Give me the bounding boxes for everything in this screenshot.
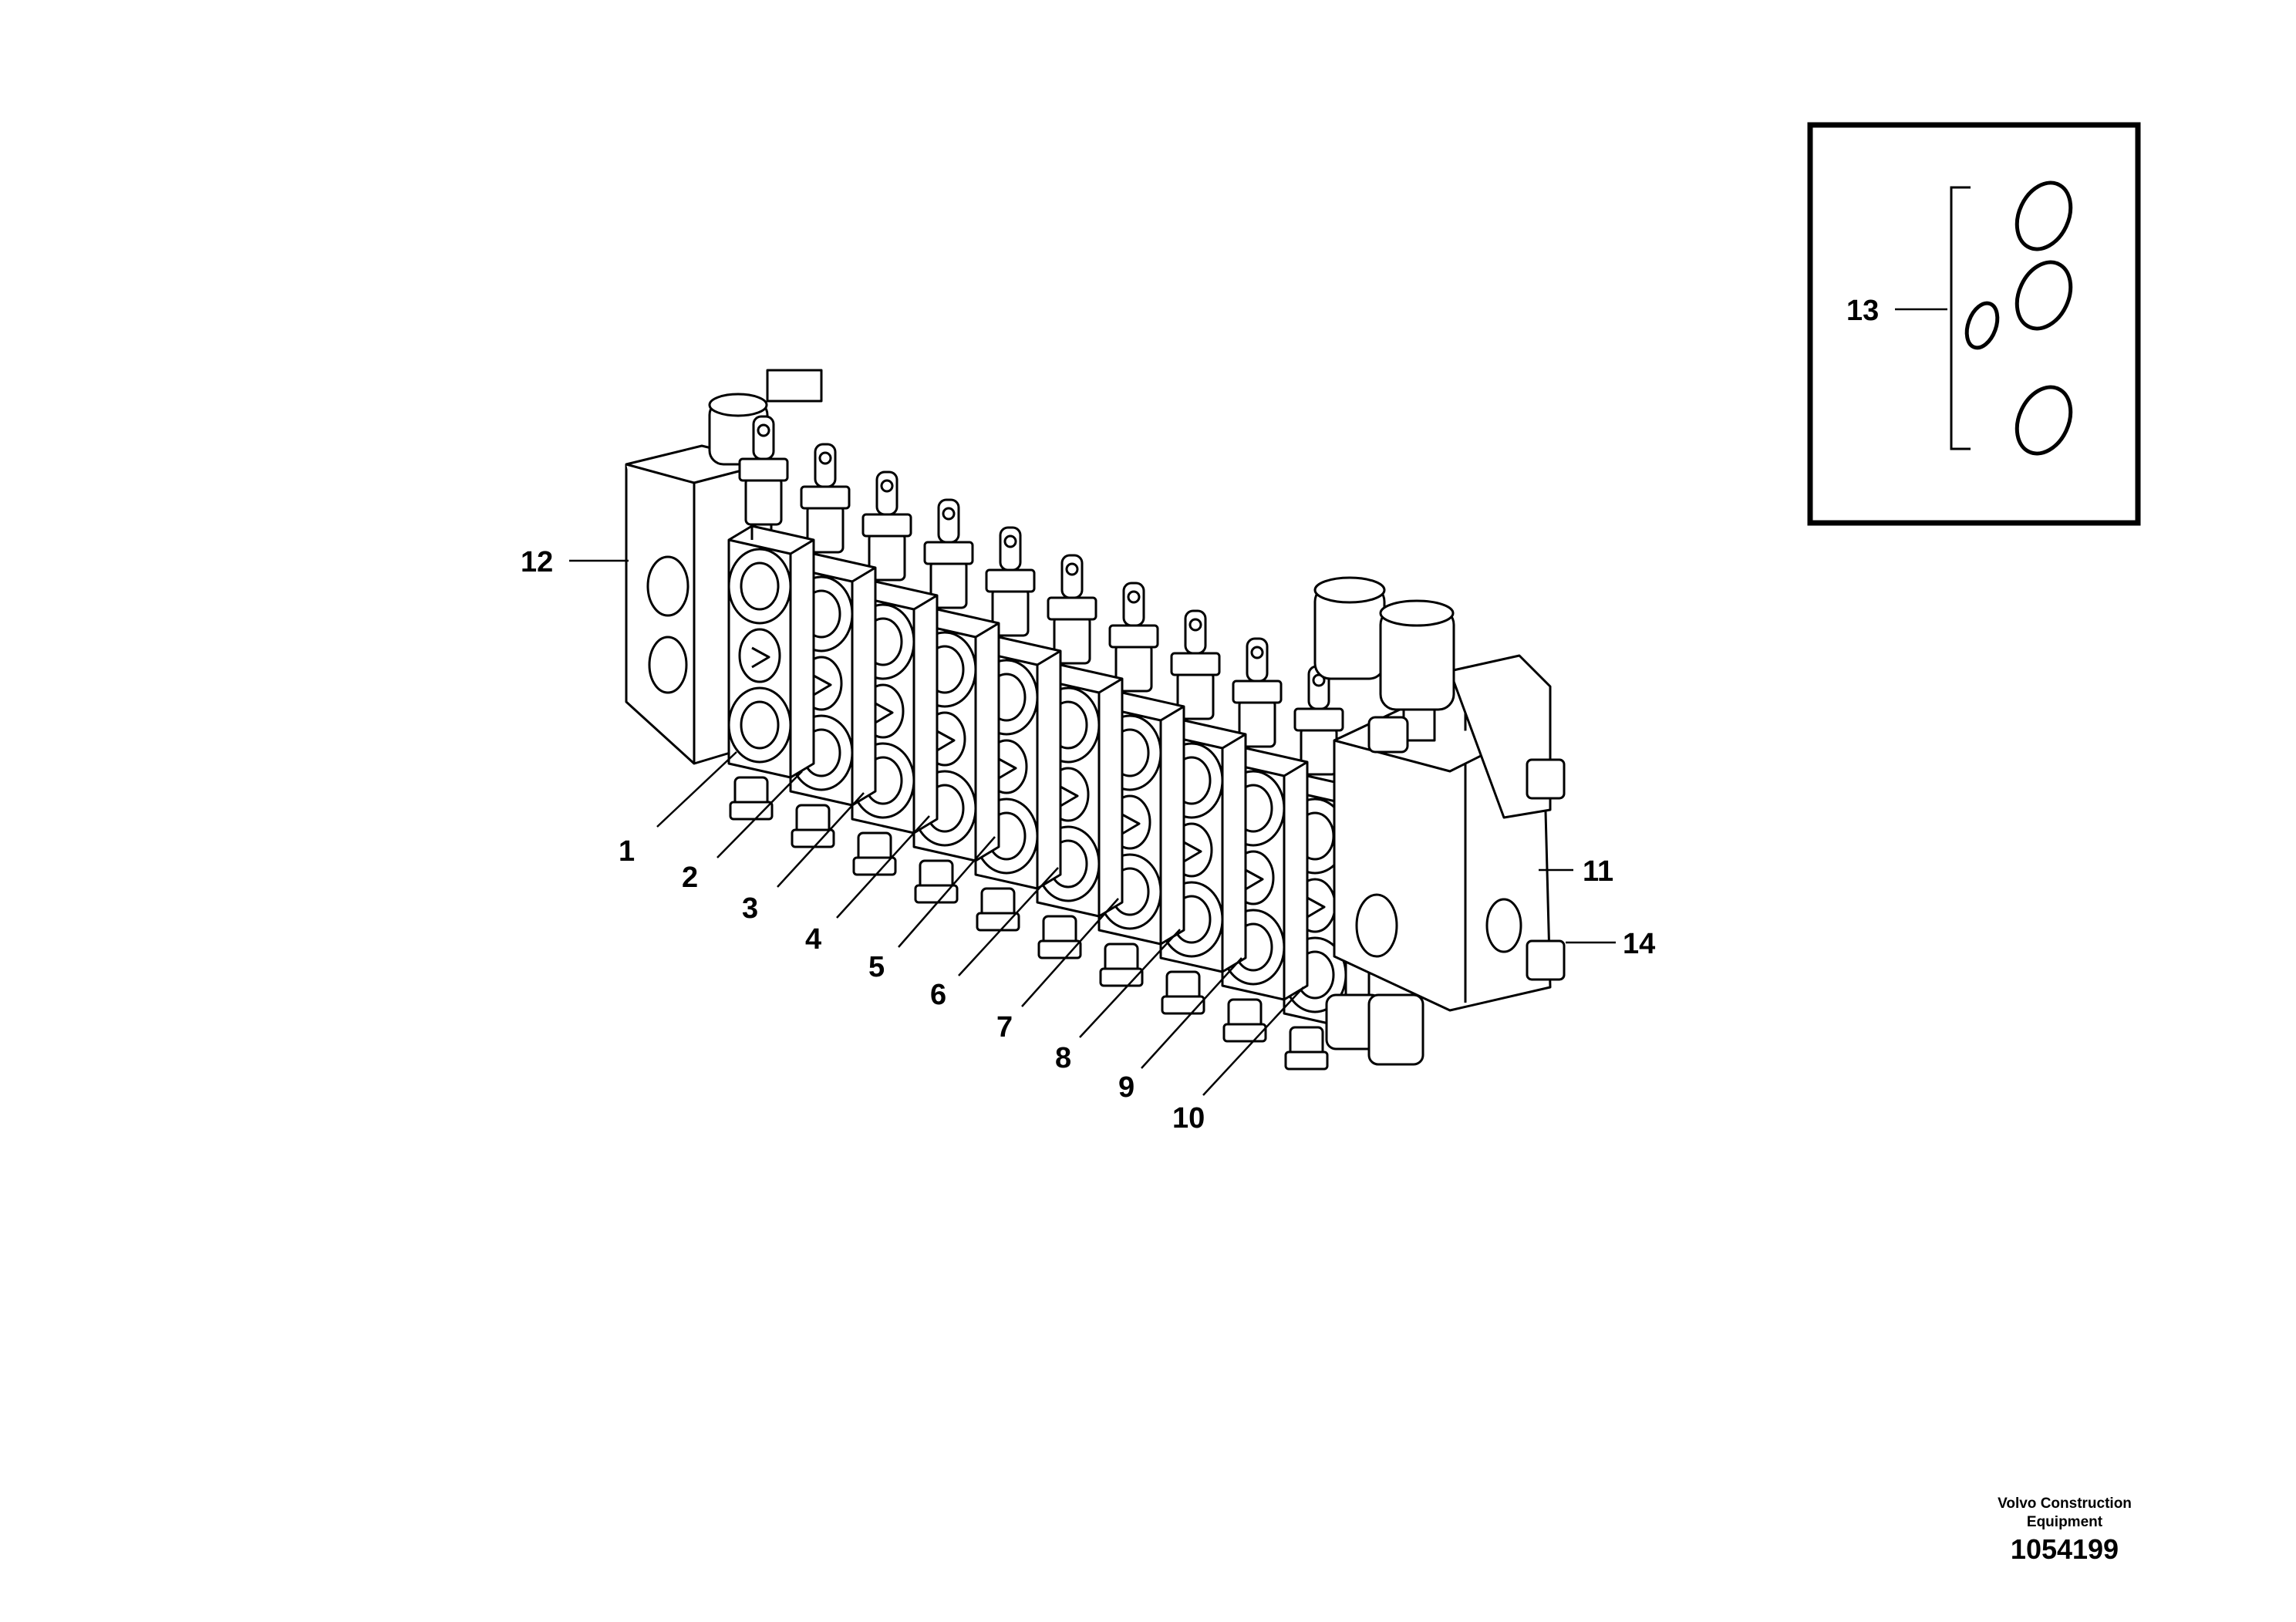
inset-frame — [1807, 122, 2141, 526]
spool-lug — [1122, 582, 1145, 627]
spool-lug — [1060, 554, 1084, 599]
spool-lug — [752, 415, 775, 460]
leader-1 — [656, 751, 737, 828]
company-name-line1: Volvo Construction — [1998, 1496, 2132, 1512]
port-mid-mark — [998, 757, 1017, 780]
bottom-nut — [914, 884, 959, 904]
port-mid-mark — [936, 730, 956, 752]
port-mid-mark — [1121, 813, 1141, 835]
callout-1: 1 — [619, 835, 635, 868]
o-ring-kit-icon — [1950, 180, 2073, 456]
bottom-nut — [1161, 995, 1205, 1015]
lug-hole — [1065, 562, 1079, 576]
leader-10 — [1202, 986, 1304, 1096]
spool-lug — [1184, 609, 1207, 655]
spool-lug — [875, 470, 899, 516]
spool-nut — [1108, 624, 1159, 649]
lug-hole — [1250, 646, 1264, 659]
spool-nut — [1170, 652, 1221, 676]
port-mid-mark — [1245, 868, 1264, 891]
spool-nut — [1047, 596, 1097, 621]
callout-4: 4 — [805, 923, 821, 956]
leader-8 — [1079, 929, 1181, 1038]
callout-10: 10 — [1172, 1102, 1205, 1135]
leader-2 — [716, 771, 803, 858]
port-mid-mark — [1306, 896, 1326, 919]
lug-hole — [880, 479, 894, 493]
port-mid-mark — [813, 674, 832, 696]
spool-nut — [985, 568, 1036, 593]
bottom-nut — [976, 912, 1020, 932]
callout-13: 13 — [1846, 295, 1879, 327]
callout-9: 9 — [1118, 1071, 1135, 1104]
seal-kit-inset: 13 — [1807, 122, 2141, 526]
callout-2: 2 — [682, 862, 698, 894]
lug-hole — [1003, 534, 1017, 548]
spool-lug — [937, 498, 960, 544]
bottom-nut — [791, 828, 835, 848]
spool-nut — [800, 485, 851, 510]
bottom-nut — [1284, 1050, 1329, 1071]
spool-nut — [1293, 707, 1344, 732]
company-name: Volvo Construction Equipment — [1964, 1495, 2165, 1532]
callout-12: 12 — [521, 546, 553, 578]
spool-fitting — [744, 477, 783, 526]
bottom-nut — [852, 856, 897, 876]
bottom-nut — [1037, 939, 1082, 959]
port-top-inner — [740, 561, 780, 611]
control-valve-drawing — [625, 369, 1566, 1071]
bottom-nut — [729, 801, 774, 821]
spool-lug — [1246, 637, 1269, 683]
leader-7 — [1021, 898, 1119, 1007]
leader-4 — [836, 815, 930, 919]
lug-hole — [1127, 590, 1141, 604]
lug-hole — [1188, 618, 1202, 632]
callout-3: 3 — [742, 892, 758, 925]
callout-7: 7 — [996, 1011, 1013, 1044]
port-mid-mark — [751, 646, 770, 669]
port-mid-mark — [875, 702, 894, 724]
lug-hole — [942, 507, 956, 521]
spool-nut — [1232, 679, 1283, 704]
port-mid-mark — [1060, 785, 1079, 808]
spool-lug — [999, 526, 1022, 572]
lug-hole — [818, 451, 832, 465]
callout-6: 6 — [930, 979, 946, 1011]
leader-9 — [1141, 957, 1242, 1069]
callout-14: 14 — [1623, 928, 1655, 960]
port-mid-mark — [1183, 841, 1202, 863]
illustration-number: 1054199 — [2010, 1533, 2119, 1565]
port-mid — [738, 628, 781, 683]
leader-5 — [898, 836, 996, 948]
leader-3 — [777, 792, 865, 888]
spool-lug — [814, 443, 837, 488]
callout-labels: 12 1 2 3 4 5 6 7 8 9 10 11 14 — [521, 546, 1655, 1135]
callout-11: 11 — [1583, 855, 1613, 888]
callout-8: 8 — [1055, 1042, 1071, 1074]
spool-nut — [738, 457, 789, 482]
lug-hole — [757, 423, 770, 437]
leader-lines — [569, 559, 1616, 1096]
spool-nut — [861, 513, 912, 538]
callout-5: 5 — [868, 951, 885, 983]
port-bottom-inner — [740, 700, 780, 750]
bottom-nut — [1222, 1023, 1267, 1043]
leader-6 — [958, 867, 1059, 976]
company-name-line2: Equipment — [2026, 1514, 2103, 1530]
spool-nut — [923, 541, 974, 565]
